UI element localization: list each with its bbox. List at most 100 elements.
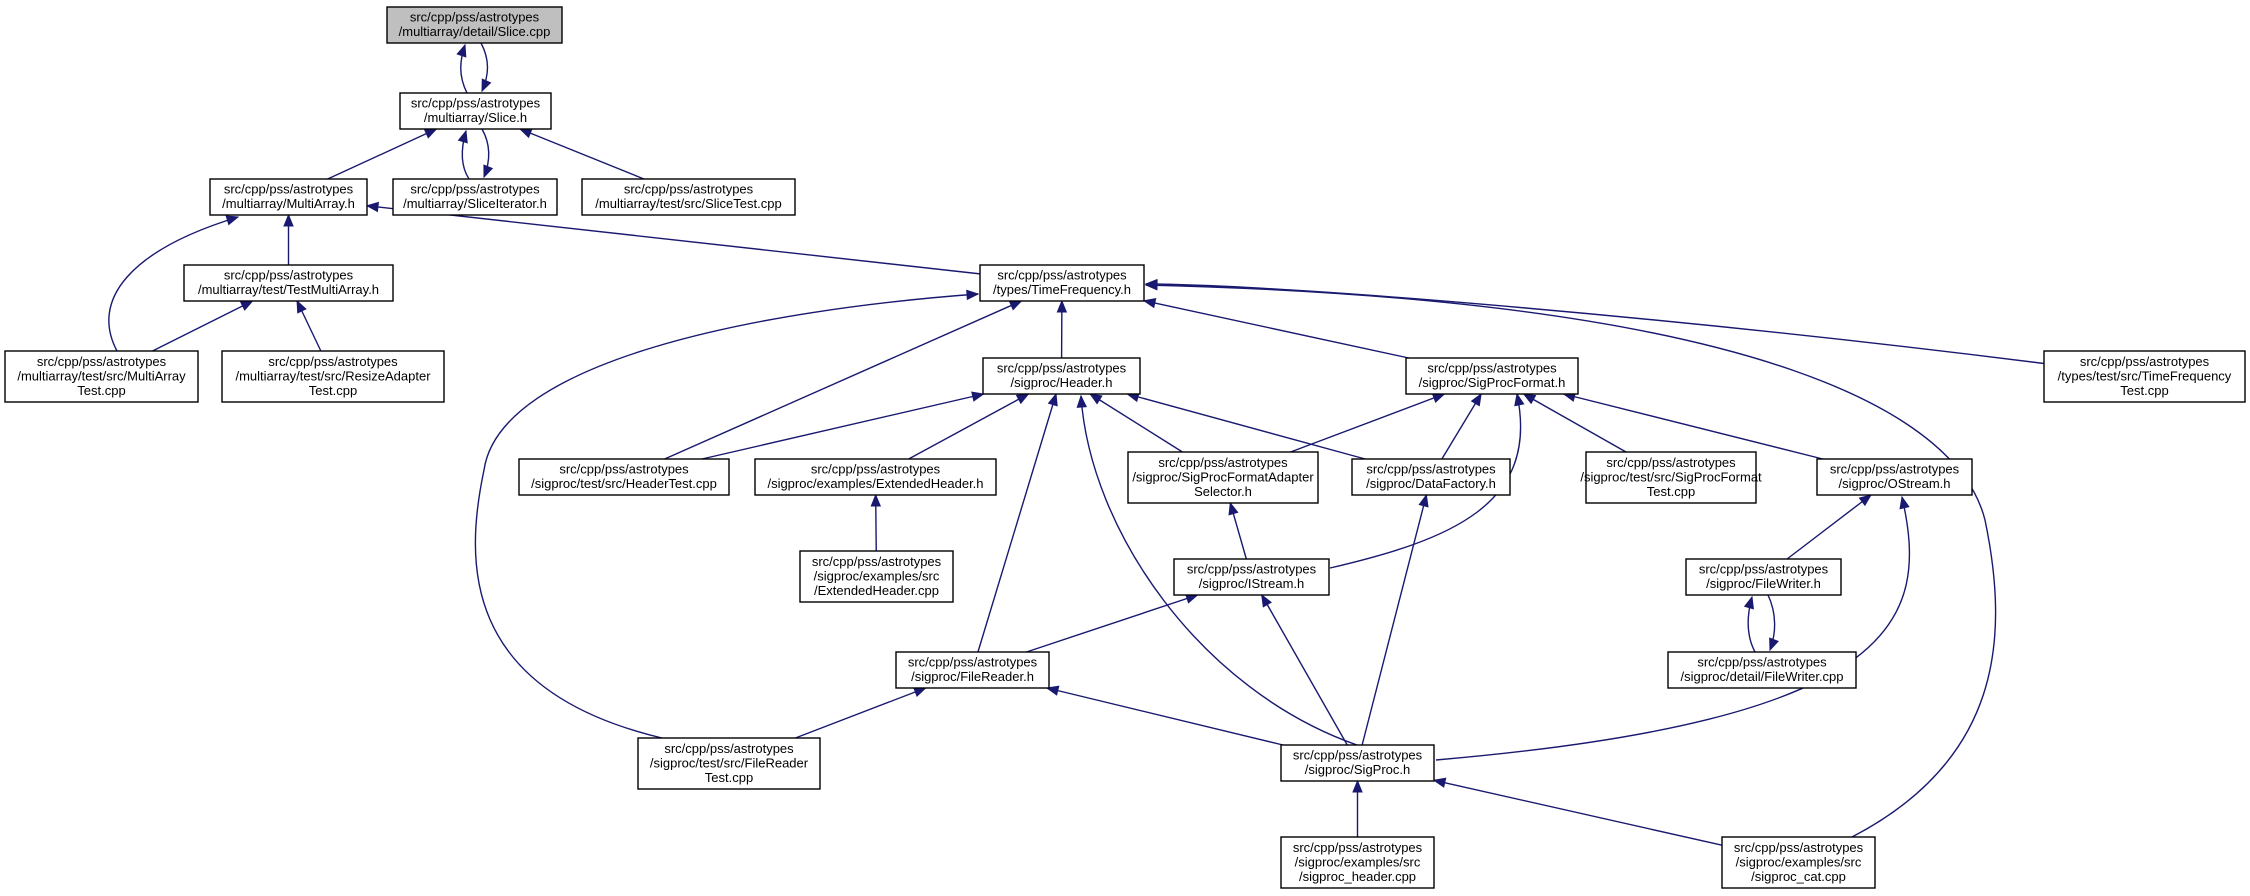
arrowhead-icon — [1045, 685, 1060, 696]
node-box — [982, 357, 1141, 395]
node-slice_h[interactable]: src/cpp/pss/astrotypes/multiarray/Slice.… — [399, 92, 552, 130]
node-label-line: /sigproc/DataFactory.h — [1366, 476, 1496, 491]
edge-line — [327, 128, 437, 180]
edge-sigproc_h-to-header_h — [1076, 394, 1358, 746]
node-label-line: src/cpp/pss/astrotypes — [1697, 655, 1827, 670]
node-label-line: src/cpp/pss/astrotypes — [812, 554, 942, 569]
edge-line — [1433, 779, 1723, 846]
node-label-line: src/cpp/pss/astrotypes — [811, 462, 941, 477]
arrowhead-icon — [1431, 393, 1446, 403]
node-header_h[interactable]: src/cpp/pss/astrotypes/sigproc/Header.h — [982, 357, 1141, 395]
node-box — [1173, 558, 1330, 596]
node-filewriter_h[interactable]: src/cpp/pss/astrotypes/sigproc/FileWrite… — [1685, 558, 1842, 596]
node-label-line: /sigproc/examples/src — [1295, 854, 1421, 869]
node-label-line: /sigproc/FileReader.h — [911, 669, 1034, 684]
node-spf_h[interactable]: src/cpp/pss/astrotypes/sigproc/SigProcFo… — [1405, 357, 1579, 395]
node-spftest[interactable]: src/cpp/pss/astrotypes/sigproc/test/src/… — [1580, 451, 1762, 504]
node-label-line: src/cpp/pss/astrotypes — [997, 268, 1127, 283]
edge-slicetest-to-slice_h — [518, 128, 645, 180]
node-box — [1585, 451, 1757, 504]
edge-sigproc_h-to-istream_h — [1261, 593, 1348, 746]
node-label-line: src/cpp/pss/astrotypes — [1366, 462, 1496, 477]
node-box — [1351, 458, 1511, 496]
node-label-line: src/cpp/pss/astrotypes — [2080, 354, 2210, 369]
node-ostream_h[interactable]: src/cpp/pss/astrotypes/sigproc/OStream.h — [1816, 458, 1973, 496]
edge-sigproc_h-to-datafactory_h — [1361, 493, 1429, 746]
edge-slice_h-to-sliceiter_h — [481, 128, 494, 179]
edge-filewriter_h-to-ostream_h — [1786, 494, 1872, 560]
arrowhead-icon — [296, 299, 307, 314]
node-label-line: src/cpp/pss/astrotypes — [37, 354, 167, 369]
arrowhead-icon — [225, 215, 240, 226]
node-sigproc_h[interactable]: src/cpp/pss/astrotypes/sigproc/SigProc.h — [1280, 744, 1435, 782]
edge-filereader_h-to-header_h — [977, 392, 1058, 653]
edge-multiarraytest-to-multiarray_h — [108, 215, 240, 352]
node-label-line: /sigproc/IStream.h — [1199, 576, 1305, 591]
arrowhead-icon — [365, 201, 380, 213]
node-multiarray_h[interactable]: src/cpp/pss/astrotypes/multiarray/MultiA… — [209, 178, 368, 216]
node-label-line: /sigproc/test/src/SigProcFormat — [1580, 469, 1762, 484]
node-box — [754, 458, 997, 496]
node-slice_cpp[interactable]: src/cpp/pss/astrotypes/multiarray/detail… — [386, 6, 563, 44]
node-box — [2043, 350, 2246, 403]
node-box — [518, 458, 730, 496]
node-label-line: /sigproc_header.cpp — [1299, 869, 1416, 884]
node-label-line: /multiarray/MultiArray.h — [222, 196, 355, 211]
node-headertest[interactable]: src/cpp/pss/astrotypes/sigproc/test/src/… — [518, 458, 730, 496]
node-box — [637, 737, 821, 790]
node-filereader_h[interactable]: src/cpp/pss/astrotypes/sigproc/FileReade… — [895, 651, 1050, 689]
node-label-line: src/cpp/pss/astrotypes — [1187, 562, 1317, 577]
edge-spf_h-to-tf_h — [1142, 298, 1409, 359]
node-label-line: src/cpp/pss/astrotypes — [410, 10, 540, 25]
edge-line — [701, 393, 984, 460]
node-filewriter_cpp[interactable]: src/cpp/pss/astrotypes/sigproc/detail/Fi… — [1667, 651, 1857, 689]
edge-sigproc_h-to-ostream_h — [1435, 495, 1911, 761]
node-label-line: Test.cpp — [77, 383, 125, 398]
arrowhead-icon — [1432, 777, 1447, 788]
node-testmulti_h[interactable]: src/cpp/pss/astrotypes/multiarray/test/T… — [183, 264, 394, 302]
edge-spfadapter_h-to-header_h — [1089, 393, 1183, 453]
node-box — [183, 264, 394, 302]
node-box — [1127, 451, 1319, 504]
node-label-line: src/cpp/pss/astrotypes — [1734, 840, 1864, 855]
node-exthdr_h[interactable]: src/cpp/pss/astrotypes/sigproc/examples/… — [754, 458, 997, 496]
node-box — [1721, 836, 1876, 889]
edge-header_h-to-tf_h — [1056, 299, 1068, 359]
edge-line — [1329, 393, 1522, 569]
edge-line — [1046, 687, 1284, 746]
node-label-line: src/cpp/pss/astrotypes — [624, 182, 754, 197]
node-exthdr_cpp[interactable]: src/cpp/pss/astrotypes/sigproc/examples/… — [799, 550, 954, 603]
node-label-line: /sigproc/SigProc.h — [1305, 762, 1411, 777]
node-sigproc_header[interactable]: src/cpp/pss/astrotypes/sigproc/examples/… — [1280, 836, 1435, 889]
node-label-line: Test.cpp — [2120, 383, 2168, 398]
arrowhead-icon — [1352, 779, 1363, 793]
node-tf_h[interactable]: src/cpp/pss/astrotypes/types/TimeFrequen… — [979, 264, 1145, 302]
edge-headertest-to-tf_h — [664, 300, 1023, 460]
arrowhead-icon — [1076, 394, 1088, 408]
arrowhead-icon — [283, 213, 294, 227]
node-label-line: /multiarray/test/TestMultiArray.h — [198, 282, 379, 297]
node-tftest[interactable]: src/cpp/pss/astrotypes/types/test/src/Ti… — [2043, 350, 2246, 403]
node-spfadapter_h[interactable]: src/cpp/pss/astrotypes/sigproc/SigProcFo… — [1127, 451, 1319, 504]
node-label-line: src/cpp/pss/astrotypes — [224, 268, 354, 283]
node-multiarraytest[interactable]: src/cpp/pss/astrotypes/multiarray/test/s… — [4, 350, 199, 403]
edge-line — [1261, 594, 1348, 746]
arrowhead-icon — [1261, 593, 1273, 608]
node-label-line: /sigproc/SigProcFormatAdapter — [1132, 469, 1314, 484]
node-sigproc_cat[interactable]: src/cpp/pss/astrotypes/sigproc/examples/… — [1721, 836, 1876, 889]
arrowhead-icon — [457, 129, 468, 144]
node-datafactory_h[interactable]: src/cpp/pss/astrotypes/sigproc/DataFacto… — [1351, 458, 1511, 496]
node-filereadertest[interactable]: src/cpp/pss/astrotypes/sigproc/test/src/… — [637, 737, 821, 790]
node-label-line: /sigproc/detail/FileWriter.cpp — [1680, 669, 1843, 684]
node-resizetest[interactable]: src/cpp/pss/astrotypes/multiarray/test/s… — [221, 350, 445, 403]
edge-filereader_h-to-istream_h — [1026, 593, 1199, 653]
node-slicetest[interactable]: src/cpp/pss/astrotypes/multiarray/test/s… — [581, 178, 796, 216]
edge-line — [474, 293, 979, 739]
node-label-line: src/cpp/pss/astrotypes — [1606, 455, 1736, 470]
node-box — [1280, 836, 1435, 889]
node-istream_h[interactable]: src/cpp/pss/astrotypes/sigproc/IStream.h — [1173, 558, 1330, 596]
node-label-line: /multiarray/test/src/MultiArray — [17, 368, 186, 383]
node-sliceiter_h[interactable]: src/cpp/pss/astrotypes/multiarray/SliceI… — [392, 178, 558, 216]
node-box — [1667, 651, 1857, 689]
node-label-line: /sigproc/FileWriter.h — [1706, 576, 1821, 591]
